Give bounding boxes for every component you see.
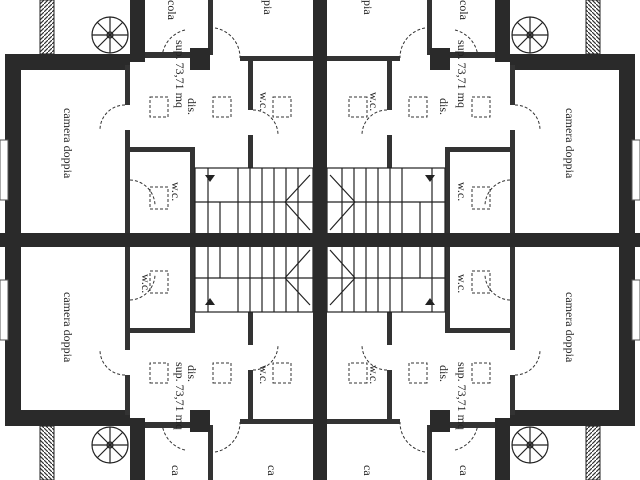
quadrant-bottom-right xyxy=(324,239,640,480)
room-label-camera: camera doppia xyxy=(563,108,577,179)
room-label-pia: pia xyxy=(261,0,275,15)
room-label-wc: w.c. xyxy=(367,365,381,384)
room-label-wc: w.c. xyxy=(367,92,381,111)
room-label-wc: w.c. xyxy=(455,182,469,201)
room-label-wc: w.c. xyxy=(139,274,153,293)
room-label-wc: w.c. xyxy=(455,274,469,293)
room-label-dis: dis. xyxy=(185,98,199,115)
room-label-ca: ca xyxy=(457,465,471,476)
room-label-camera: camera doppia xyxy=(563,292,577,363)
room-label-wc: w.c. xyxy=(257,92,271,111)
room-label-dis: dis. xyxy=(185,365,199,382)
room-label-ca: ca xyxy=(169,465,183,476)
quadrant-top-right xyxy=(324,0,640,241)
room-label-ca: ca xyxy=(265,465,279,476)
room-label-camera: camera doppia xyxy=(61,292,75,363)
room-label-cola: cola xyxy=(165,0,179,21)
quadrant-bottom-left xyxy=(0,239,316,480)
room-label-pia: pia xyxy=(361,0,375,15)
area-label: sup. 73,71 mq xyxy=(455,362,469,430)
area-label: sup. 73,71 mq xyxy=(455,40,469,108)
central-wall-horizontal xyxy=(0,233,640,247)
room-label-camera: camera doppia xyxy=(61,108,75,179)
room-label-dis: dis. xyxy=(437,98,451,115)
area-label: sup. 73,71 mq xyxy=(173,362,187,430)
area-label: sup. 73,71 mq xyxy=(173,40,187,108)
room-label-ca: ca xyxy=(361,465,375,476)
quadrant-top-left xyxy=(0,0,316,241)
room-label-dis: dis. xyxy=(437,365,451,382)
room-label-cola: cola xyxy=(457,0,471,21)
room-label-wc: w.c. xyxy=(257,365,271,384)
room-label-wc: w.c. xyxy=(169,182,183,201)
